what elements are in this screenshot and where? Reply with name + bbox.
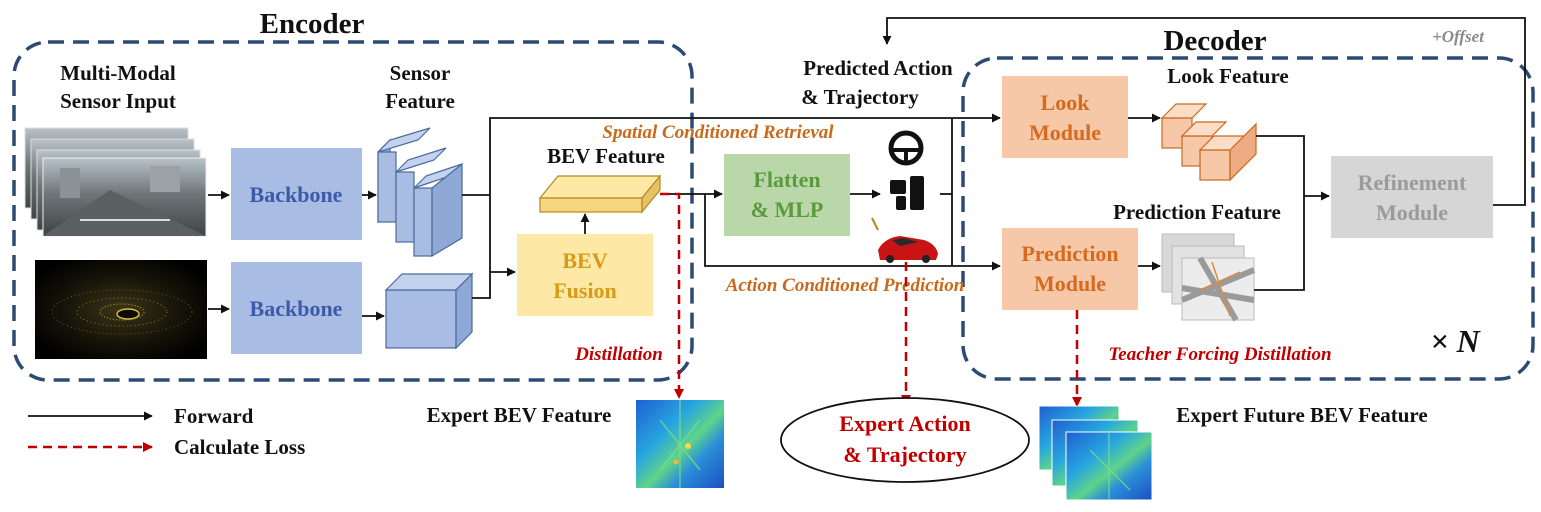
encoder-title: Encoder [260, 8, 365, 40]
sensor-feature-label-line1: Sensor [390, 61, 451, 85]
refinement-module-line2: Module [1376, 200, 1448, 225]
bev-feature-label: BEV Feature [547, 144, 665, 168]
backbone-camera-label: Backbone [250, 182, 343, 207]
expert-future-bev-heatmaps [1038, 405, 1153, 501]
spatial-retrieval-label: Spatial Conditioned Retrieval [602, 122, 834, 143]
encoder-box [12, 40, 694, 382]
predicted-label-line1: Predicted Action [803, 56, 953, 80]
look-module-line2: Module [1029, 120, 1101, 145]
look-module-box [1002, 76, 1128, 158]
bev-fusion-box [517, 234, 653, 316]
decoder-title: Decoder [1163, 25, 1266, 57]
legend-loss-label: Calculate Loss [174, 435, 305, 459]
expert-bev-heatmap [636, 400, 724, 488]
bev-fusion-line2: Fusion [553, 278, 617, 303]
refinement-module-line1: Refinement [1358, 170, 1467, 195]
teacher-forcing-label: Teacher Forcing Distillation [1108, 344, 1331, 365]
prediction-module-line2: Module [1034, 271, 1106, 296]
flatten-mlp-line1: Flatten [753, 167, 820, 192]
camera-feature-cubes [377, 127, 463, 258]
predicted-label-line2: & Trajectory [801, 85, 919, 109]
steering-wheel-icon [888, 130, 924, 166]
forward-arrows [208, 17, 1526, 321]
input-label-line2: Sensor Input [60, 89, 176, 113]
car-icon [878, 236, 938, 263]
prediction-module-line1: Prediction [1021, 241, 1118, 266]
prediction-feature-maps [1161, 233, 1256, 322]
prediction-module-box [1002, 228, 1138, 310]
decoder-box [961, 56, 1535, 381]
expert-action-line1: Expert Action [839, 411, 970, 436]
legend-forward-label: Forward [174, 404, 254, 428]
sensor-feature-label-line2: Feature [385, 89, 455, 113]
expert-action-ellipse [780, 397, 1030, 483]
expert-future-bev-label: Expert Future BEV Feature [1176, 403, 1427, 427]
legend: Forward Calculate Loss [28, 404, 305, 459]
distillation-label: Distillation [574, 344, 663, 365]
bev-fusion-line1: BEV [562, 248, 607, 273]
action-prediction-label: Action Conditioned Prediction [725, 275, 965, 296]
flatten-mlp-line2: & MLP [751, 197, 824, 222]
prediction-feature-label: Prediction Feature [1113, 200, 1281, 224]
backbone-lidar-box [231, 262, 362, 354]
lidar-feature-cube [384, 272, 474, 350]
look-feature-label: Look Feature [1167, 64, 1289, 88]
expert-action-line2: & Trajectory [843, 442, 966, 467]
look-feature-cubes [1160, 103, 1258, 182]
camera-images [24, 127, 207, 237]
repeat-label: × N [1430, 323, 1481, 359]
loss-arrows [660, 192, 1082, 407]
offset-label: +Offset [1432, 27, 1485, 46]
backbone-lidar-label: Backbone [250, 296, 343, 321]
pedals-icon [890, 176, 924, 210]
lidar-image [35, 260, 207, 359]
expert-bev-label: Expert BEV Feature [427, 403, 612, 427]
bev-feature-slab [538, 174, 662, 214]
refinement-module-box [1331, 156, 1493, 238]
flatten-mlp-box [724, 154, 850, 236]
backbone-camera-box [231, 148, 362, 240]
look-module-line1: Look [1041, 90, 1091, 115]
input-label-line1: Multi-Modal [60, 61, 176, 85]
